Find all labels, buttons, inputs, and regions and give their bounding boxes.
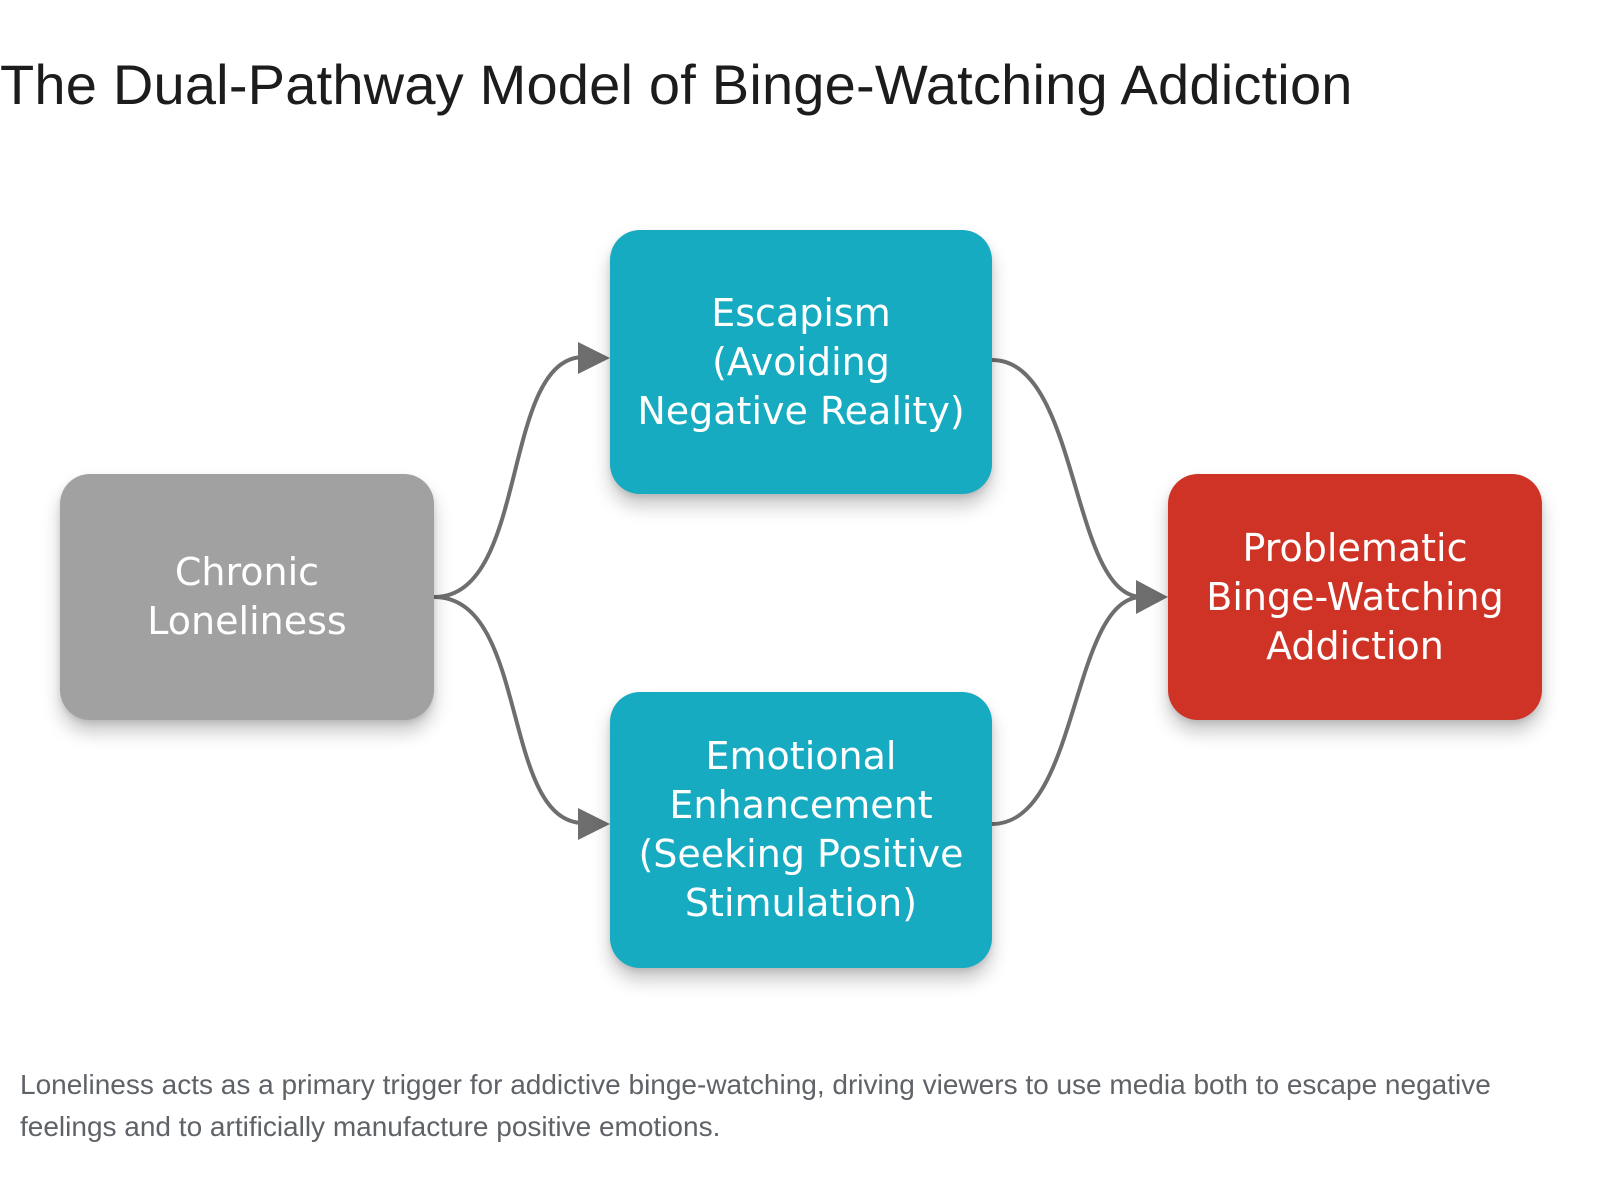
node-label: Emotional Enhancement (Seeking Positive …	[638, 734, 964, 925]
page-title: The Dual-Pathway Model of Binge-Watching…	[0, 53, 1353, 116]
connectors	[433, 342, 1168, 840]
node-escapism: Escapism (Avoiding Negative Reality)	[610, 230, 992, 494]
caption: Loneliness acts as a primary trigger for…	[20, 1069, 1491, 1142]
arrow-loneliness-to-enhancement	[433, 595, 585, 825]
arrow-loneliness-to-escapism	[433, 355, 585, 599]
arrowhead-enhancement	[578, 808, 610, 840]
flow-diagram: Chronic Loneliness Escapism (Avoiding Ne…	[0, 160, 1600, 1040]
arrowhead-escapism	[578, 342, 610, 374]
arrow-enhancement-to-addiction	[991, 595, 1143, 826]
node-chronic-loneliness: Chronic Loneliness	[60, 474, 434, 720]
node-label: Problematic Binge-Watching Addiction	[1206, 525, 1504, 668]
arrowhead-addiction	[1136, 580, 1168, 614]
node-problematic-addiction: Problematic Binge-Watching Addiction	[1168, 474, 1542, 720]
node-label: Escapism (Avoiding Negative Reality)	[637, 290, 965, 433]
node-label: Chronic Loneliness	[147, 550, 347, 643]
node-emotional-enhancement: Emotional Enhancement (Seeking Positive …	[610, 692, 992, 968]
arrow-escapism-to-addiction	[991, 358, 1143, 599]
